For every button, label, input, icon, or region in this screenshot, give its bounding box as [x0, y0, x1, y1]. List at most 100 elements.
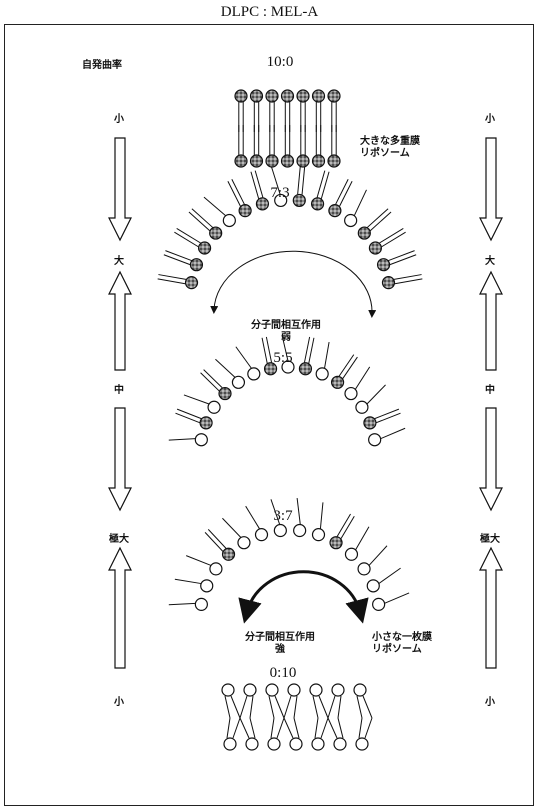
down-arrow-icon: [109, 408, 131, 510]
mel-a-tail: [284, 696, 291, 718]
curvature-level-left: 大: [114, 252, 124, 267]
mel-a-tail: [246, 506, 260, 529]
dlpc-head: [328, 90, 340, 102]
mel-a-tail: [227, 718, 230, 738]
dlpc-head: [313, 155, 325, 167]
mel-a-tail: [363, 696, 372, 718]
ratio-label: 3:7: [273, 508, 292, 525]
dlpc-head: [235, 90, 247, 102]
up-arrow-icon: [109, 272, 131, 370]
curvature-level-left: 極大: [109, 530, 129, 545]
lipid-tail: [376, 413, 400, 422]
dlpc-head: [332, 376, 344, 388]
mel-a-tail: [250, 696, 253, 718]
dlpc-head: [223, 548, 235, 560]
note-weak-interaction: 分子間相互作用 弱: [251, 320, 321, 344]
mel-a-head: [244, 684, 256, 696]
mel-a-tail: [204, 197, 226, 216]
mel-a-pairs-0-10: [222, 684, 372, 750]
dlpc-head: [297, 90, 309, 102]
note-line: 小さな一枚膜: [372, 632, 432, 644]
mel-a-tail: [319, 696, 328, 718]
curvature-level-right: 大: [485, 252, 495, 267]
dlpc-head: [251, 90, 263, 102]
mel-a-head: [232, 376, 244, 388]
mel-a-tail: [355, 367, 369, 389]
mel-a-head: [290, 738, 302, 750]
note-strong-interaction: 分子間相互作用 強: [245, 632, 315, 656]
curvature-level-right: 極大: [480, 530, 500, 545]
dlpc-head: [299, 363, 311, 375]
mel-a-tail: [356, 527, 369, 550]
dlpc-head: [293, 194, 305, 206]
mel-a-tail: [379, 568, 401, 583]
lipid-tail: [175, 413, 199, 422]
mel-a-head: [266, 684, 278, 696]
mel-a-head: [288, 684, 300, 696]
mel-a-head: [332, 684, 344, 696]
mel-a-tail: [231, 696, 240, 718]
mel-a-head: [316, 368, 328, 380]
mel-a-head: [354, 684, 366, 696]
mel-a-head: [334, 738, 346, 750]
dlpc-head: [330, 537, 342, 549]
lipid-tail: [298, 166, 301, 194]
note-line: 分子間相互作用: [245, 632, 315, 644]
note-line: リポソーム: [372, 644, 432, 656]
dlpc-head: [369, 242, 381, 254]
mel-a-head: [210, 563, 222, 575]
mel-a-tail: [321, 718, 328, 738]
dlpc-head: [378, 259, 390, 271]
mel-a-head: [369, 434, 381, 446]
up-arrow-icon: [109, 548, 131, 668]
dlpc-head: [190, 259, 202, 271]
dlpc-head: [329, 205, 341, 217]
mel-a-head: [312, 738, 324, 750]
down-arrow-icon: [109, 138, 131, 240]
mel-a-tail: [328, 718, 337, 738]
mel-a-tail: [169, 603, 196, 604]
up-arrow-icon: [480, 272, 502, 370]
mel-a-tail: [225, 696, 230, 718]
mel-a-head: [246, 738, 258, 750]
mel-a-head: [238, 537, 250, 549]
curvature-level-right: 小: [485, 693, 495, 708]
ratio-label: 0:10: [270, 665, 297, 682]
lipid-tail: [177, 409, 201, 418]
dlpc-head: [256, 198, 268, 210]
curvature-header: 自発曲率: [82, 56, 122, 71]
mel-a-head: [313, 529, 325, 541]
dlpc-head: [282, 155, 294, 167]
lipid-tail: [255, 171, 263, 198]
curvature-level-left: 中: [114, 381, 124, 396]
mel-a-head: [274, 525, 286, 537]
dlpc-head: [364, 417, 376, 429]
mel-a-tail: [297, 498, 300, 524]
note-unilamellar: 小さな一枚膜 リポソーム: [372, 632, 432, 656]
lipid-tail: [165, 251, 191, 261]
mel-a-tail: [325, 342, 330, 368]
mel-a-tail: [359, 718, 362, 738]
mel-a-head: [345, 548, 357, 560]
dlpc-head: [266, 155, 278, 167]
mel-a-tail: [240, 718, 249, 738]
mel-a-head: [373, 598, 385, 610]
mel-a-head: [208, 401, 220, 413]
dlpc-head: [251, 155, 263, 167]
curvature-level-left: 小: [114, 693, 124, 708]
multilamellar-bilayer: [235, 90, 340, 167]
lipid-tail: [388, 251, 414, 261]
mel-a-tail: [338, 718, 343, 738]
lipid-tail: [394, 275, 422, 280]
dlpc-head: [297, 155, 309, 167]
mel-a-tail: [354, 190, 366, 216]
dlpc-head: [239, 205, 251, 217]
mel-a-tail: [328, 696, 335, 718]
dlpc-head: [358, 227, 370, 239]
dlpc-head: [200, 417, 212, 429]
mel-a-tail: [294, 696, 297, 718]
mel-a-head: [345, 214, 357, 226]
curvature-level-right: 小: [485, 110, 495, 125]
up-arrow-icon: [480, 548, 502, 668]
dlpc-head: [186, 277, 198, 289]
